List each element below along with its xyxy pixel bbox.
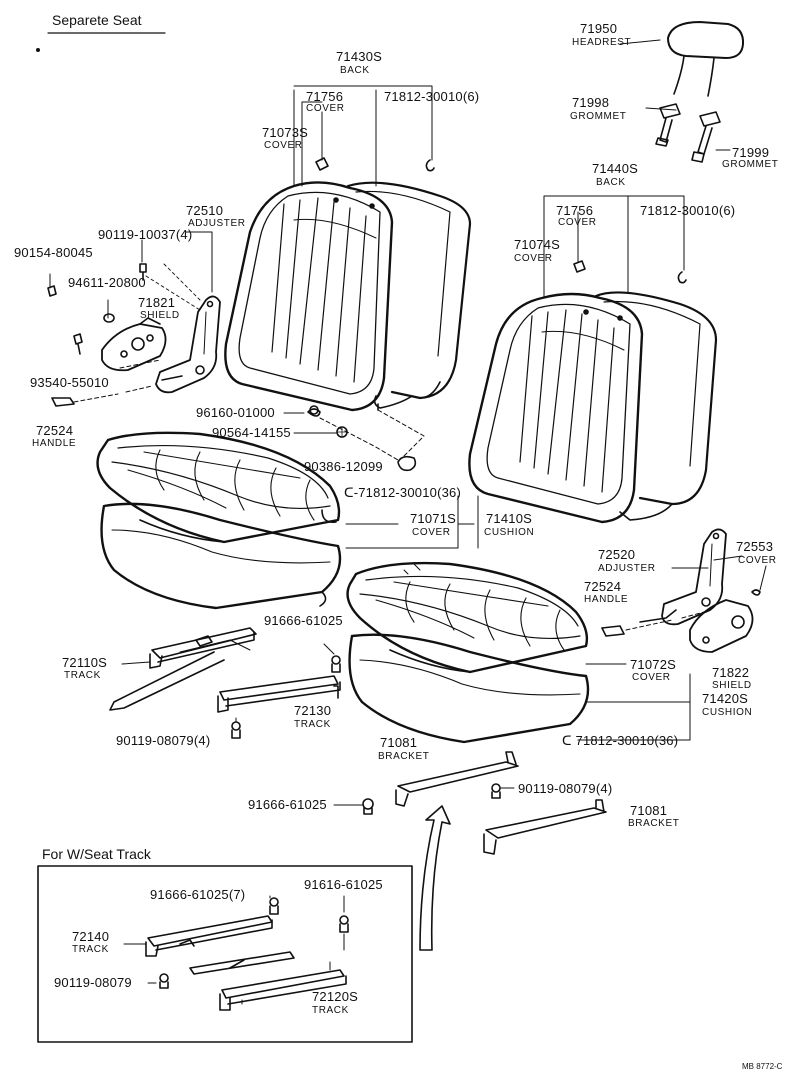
part-71756-number: 71756 <box>306 89 344 104</box>
part-71072s-number: 71072S <box>630 657 677 672</box>
part-71430s-number: 71430S <box>336 49 383 64</box>
part-72520-name: ADJUSTER <box>598 563 656 574</box>
tracks-drawing <box>109 627 341 739</box>
part-94611-number: 94611-20800 <box>68 275 146 290</box>
part-91616-number: 91616-61025 <box>304 877 383 892</box>
part-71756-right-number: 71756 <box>556 203 594 218</box>
part-72140-number: 72140 <box>72 929 110 944</box>
grommets-drawing <box>645 103 731 163</box>
headrest-drawing <box>619 21 745 97</box>
part-71440s-name: BACK <box>596 177 626 188</box>
part-72130-name: TRACK <box>294 719 331 730</box>
part-71812-cushion-right-number: ᑕ 71812-30010(36) <box>562 733 679 748</box>
part-72510-name: ADJUSTER <box>188 218 246 229</box>
part-71812-cushion-left-number: ᑕ-71812-30010(36) <box>344 485 461 500</box>
middle-fasteners-drawing <box>283 405 425 472</box>
part-72524-left-number: 72524 <box>36 423 74 438</box>
part-71081-upper-name: BRACKET <box>378 751 430 762</box>
part-71822-number: 71822 <box>712 665 750 680</box>
part-71074s-name: COVER <box>514 253 553 264</box>
part-71081-upper-number: 71081 <box>380 735 418 750</box>
part-71420s-name: CUSHION <box>702 707 753 718</box>
part-91666-upper-number: 91666-61025 <box>264 613 343 628</box>
part-72553-number: 72553 <box>736 539 774 554</box>
part-71756-name: COVER <box>306 103 345 114</box>
part-71074s-number: 71074S <box>514 237 561 252</box>
left-adjuster-drawing <box>47 231 221 407</box>
part-71410s-number: 71410S <box>486 511 533 526</box>
part-71821-number: 71821 <box>138 295 176 310</box>
part-72524-right-name: HANDLE <box>584 594 629 605</box>
part-71999-name: GROMMET <box>722 159 779 170</box>
part-72524-left-name: HANDLE <box>32 438 77 449</box>
part-71071s-number: 71071S <box>410 511 457 526</box>
inset-box <box>37 865 413 1043</box>
part-71756-right-name: COVER <box>558 217 597 228</box>
right-seat-back-drawing <box>468 195 718 524</box>
part-71073s-name: COVER <box>264 140 303 151</box>
part-71950-number: 71950 <box>580 21 618 36</box>
part-72130-number: 72130 <box>294 703 332 718</box>
left-seat-cushion-drawing <box>96 431 342 610</box>
part-71999-number: 71999 <box>732 145 770 160</box>
inset-title: For W/Seat Track <box>42 846 151 862</box>
right-seat-cushion-drawing <box>346 561 590 744</box>
part-90119-08079-left-number: 90119-08079(4) <box>116 733 211 748</box>
part-90119-08079-right-number: 90119-08079(4) <box>518 781 613 796</box>
part-91666-lower-number: 91666-61025 <box>248 797 327 812</box>
part-71081-lower-name: BRACKET <box>628 818 680 829</box>
part-71998-number: 71998 <box>572 95 610 110</box>
part-71821-name: SHIELD <box>140 310 180 321</box>
brackets-drawing <box>333 751 607 951</box>
part-71072s-name: COVER <box>632 672 671 683</box>
part-72120s-number: 72120S <box>312 989 359 1004</box>
clip-icon: ᑕ <box>562 733 576 748</box>
part-72553-name: COVER <box>738 555 777 566</box>
part-90119-inset-number: 90119-08079 <box>54 975 132 990</box>
part-71073s-number: 71073S <box>262 125 309 140</box>
part-71420s-number: 71420S <box>702 691 749 706</box>
part-93540-number: 93540-55010 <box>30 375 109 390</box>
left-seat-back-drawing <box>224 85 472 412</box>
page-title: Separete Seat <box>52 12 142 28</box>
part-72120s-name: TRACK <box>312 1005 349 1016</box>
part-71071s-name: COVER <box>412 527 451 538</box>
part-90564-number: 90564-14155 <box>212 425 291 440</box>
part-71812-upper-left-number: 71812-30010(6) <box>384 89 480 104</box>
clip-icon: ᑕ- <box>344 485 359 500</box>
part-72520-number: 72520 <box>598 547 636 562</box>
part-72110s-name: TRACK <box>64 670 101 681</box>
part-91666-inset-number: 91666-61025(7) <box>150 887 246 902</box>
part-72110s-number: 72110S <box>62 655 108 670</box>
part-71410s-name: CUSHION <box>484 527 535 538</box>
inset-tracks-drawing <box>123 895 349 1011</box>
figure-code: MB 8772-C <box>742 1062 783 1071</box>
part-72510-number: 72510 <box>186 203 224 218</box>
part-90119-10037-number: 90119-10037(4) <box>98 227 193 242</box>
part-71081-lower-number: 71081 <box>630 803 668 818</box>
part-71440s-number: 71440S <box>592 161 639 176</box>
part-71998-name: GROMMET <box>570 111 627 122</box>
part-96160-number: 96160-01000 <box>196 405 275 420</box>
part-71822-name: SHIELD <box>712 680 752 691</box>
part-90154-number: 90154-80045 <box>14 245 93 260</box>
part-71950-name: HEADREST <box>572 37 632 48</box>
part-72140-name: TRACK <box>72 944 109 955</box>
right-adjuster-drawing <box>601 528 767 653</box>
part-72524-right-number: 72524 <box>584 579 622 594</box>
part-71430s-name: BACK <box>340 65 370 76</box>
part-71812-upper-right-number: 71812-30010(6) <box>640 203 736 218</box>
part-90386-number: 90386-12099 <box>304 459 383 474</box>
